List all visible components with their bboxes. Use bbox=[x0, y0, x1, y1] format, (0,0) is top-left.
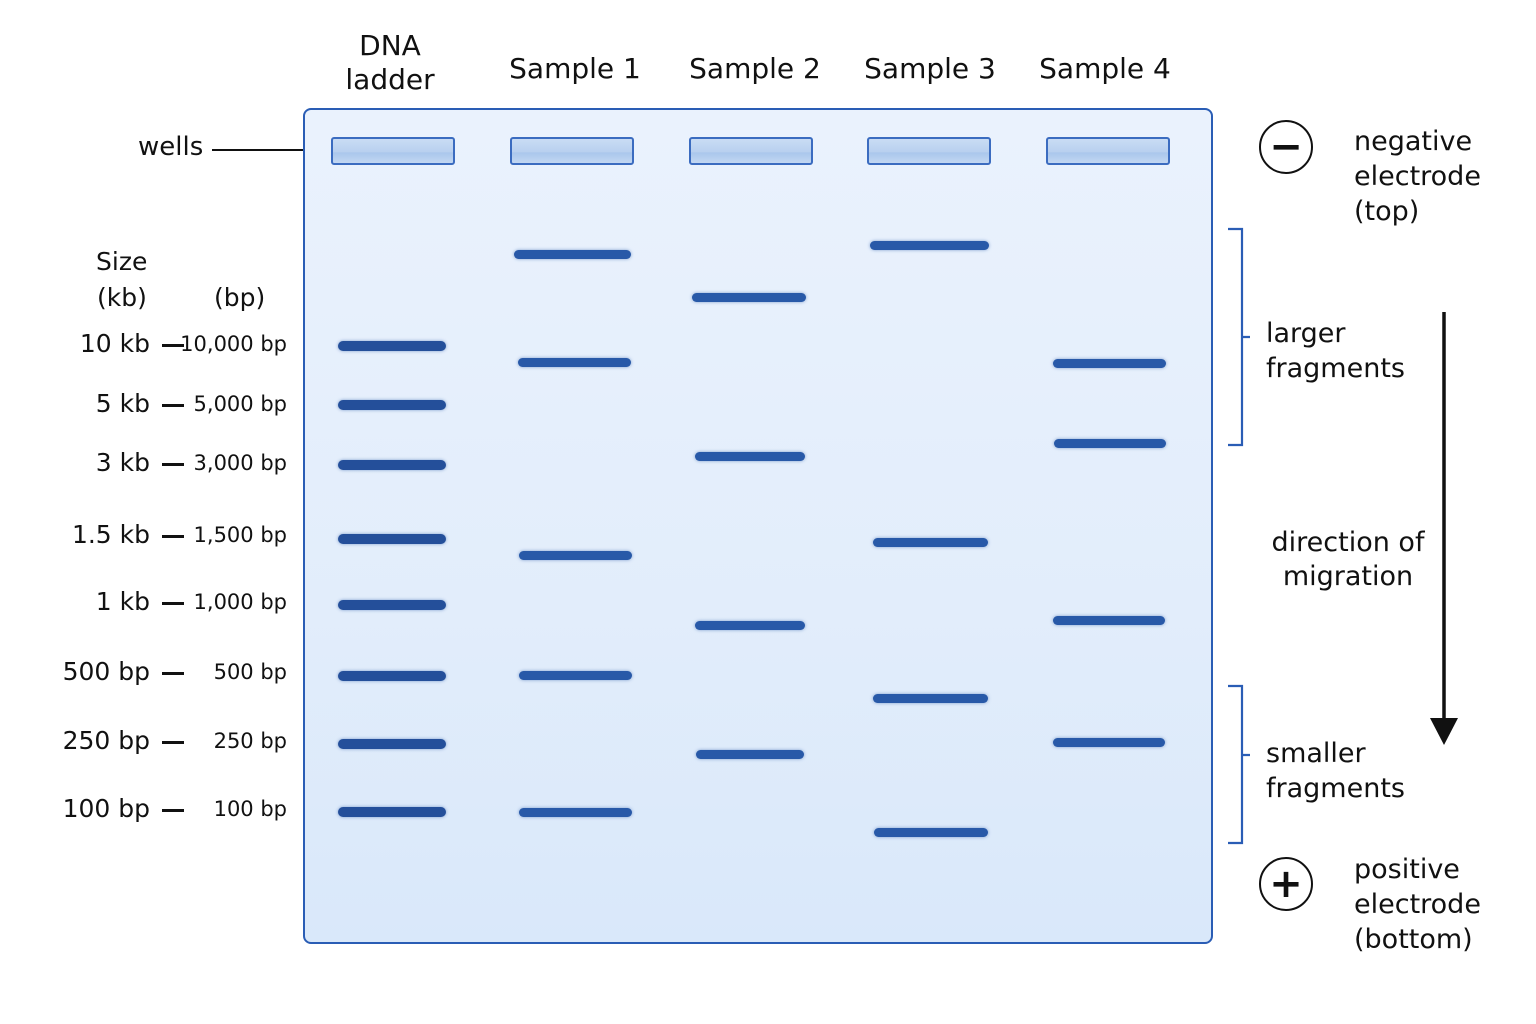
ladder-marker-bp-label: 500 bp bbox=[213, 660, 287, 684]
sample-4-band bbox=[1054, 439, 1166, 448]
larger-fragments-line2: fragments bbox=[1266, 353, 1405, 384]
sample-4-band bbox=[1053, 738, 1165, 747]
larger-fragments-line1: larger bbox=[1266, 318, 1346, 349]
ladder-marker-kb-label: 10 kb bbox=[79, 329, 150, 358]
ladder-marker-kb-label: 5 kb bbox=[95, 389, 150, 418]
sample-1-band bbox=[519, 808, 632, 817]
well-sample-4 bbox=[1046, 137, 1170, 165]
ladder-marker-tick bbox=[162, 809, 184, 812]
ladder-marker-kb-label: 250 bp bbox=[62, 726, 150, 755]
sample-3-band bbox=[873, 538, 988, 547]
negative-electrode-line1: negative bbox=[1354, 126, 1473, 157]
size-header: Size bbox=[96, 247, 148, 276]
ladder-marker-kb-label: 1.5 kb bbox=[71, 520, 150, 549]
ladder-band-10000 bbox=[338, 341, 446, 351]
ladder-band-1000 bbox=[338, 600, 446, 610]
negative-electrode-line2: electrode bbox=[1354, 161, 1481, 192]
negative-electrode-line3: (top) bbox=[1354, 196, 1420, 227]
smaller-fragments-label: smaller fragments bbox=[1266, 736, 1405, 806]
lane-header-sample-3: Sample 3 bbox=[864, 52, 996, 85]
direction-line2: migration bbox=[1282, 561, 1414, 592]
lane-header-ladder-line1: DNA bbox=[359, 29, 421, 62]
positive-electrode-line3: (bottom) bbox=[1354, 924, 1473, 955]
wells-label: wells bbox=[138, 132, 204, 162]
lane-header-sample-2: Sample 2 bbox=[689, 52, 821, 85]
ladder-band-500 bbox=[338, 671, 446, 681]
well-sample-3 bbox=[867, 137, 991, 165]
larger-fragments-label: larger fragments bbox=[1266, 316, 1405, 386]
plus-icon: + bbox=[1259, 857, 1313, 911]
sample-4-band bbox=[1053, 616, 1165, 625]
ladder-marker-tick bbox=[162, 463, 184, 466]
ladder-marker-tick bbox=[162, 404, 184, 407]
lane-header-ladder-line2: ladder bbox=[345, 63, 435, 96]
ladder-marker-bp-label: 1,000 bp bbox=[193, 590, 287, 614]
sample-3-band bbox=[873, 694, 988, 703]
ladder-band-1500 bbox=[338, 534, 446, 544]
ladder-marker-bp-label: 5,000 bp bbox=[193, 392, 287, 416]
sample-1-band bbox=[519, 551, 632, 560]
ladder-band-5000 bbox=[338, 400, 446, 410]
ladder-marker-tick bbox=[162, 344, 184, 347]
annotation-graphics bbox=[1228, 227, 1458, 845]
ladder-marker-bp-label: 250 bp bbox=[213, 729, 287, 753]
lane-header-sample-1: Sample 1 bbox=[509, 52, 641, 85]
ladder-marker-tick bbox=[162, 741, 184, 744]
size-unit-kb: (kb) bbox=[97, 283, 147, 312]
sample-1-band bbox=[514, 250, 631, 259]
smaller-fragments-bracket bbox=[1228, 684, 1250, 845]
sample-2-band bbox=[695, 621, 805, 630]
ladder-marker-bp-label: 3,000 bp bbox=[193, 451, 287, 475]
sample-1-band bbox=[518, 358, 631, 367]
positive-electrode-line2: electrode bbox=[1354, 889, 1481, 920]
wells-pointer-line bbox=[212, 149, 326, 151]
sample-2-band bbox=[695, 452, 805, 461]
direction-of-migration-label: direction of migration bbox=[1262, 526, 1434, 594]
sample-2-band bbox=[696, 750, 804, 759]
ladder-marker-bp-label: 10,000 bp bbox=[180, 332, 287, 356]
sample-3-band bbox=[870, 241, 989, 250]
well-sample-1 bbox=[510, 137, 634, 165]
sample-4-band bbox=[1053, 359, 1166, 368]
positive-electrode-line1: positive bbox=[1354, 854, 1460, 885]
ladder-marker-tick bbox=[162, 672, 184, 675]
sample-3-band bbox=[874, 828, 988, 837]
gel bbox=[303, 108, 1213, 944]
well-sample-2 bbox=[689, 137, 813, 165]
direction-line1: direction of bbox=[1271, 527, 1425, 558]
lane-header-ladder: DNA ladder bbox=[310, 29, 470, 97]
lane-header-sample-4: Sample 4 bbox=[1039, 52, 1171, 85]
negative-electrode-label: negative electrode (top) bbox=[1354, 124, 1481, 229]
ladder-marker-kb-label: 1 kb bbox=[95, 587, 150, 616]
smaller-fragments-line1: smaller bbox=[1266, 738, 1366, 769]
ladder-marker-bp-label: 1,500 bp bbox=[193, 523, 287, 547]
ladder-marker-bp-label: 100 bp bbox=[213, 797, 287, 821]
ladder-marker-tick bbox=[162, 535, 184, 538]
sample-1-band bbox=[519, 671, 632, 680]
ladder-marker-tick bbox=[162, 602, 184, 605]
migration-arrow-head bbox=[1430, 718, 1458, 745]
ladder-band-100 bbox=[338, 807, 446, 817]
ladder-marker-kb-label: 500 bp bbox=[62, 657, 150, 686]
size-unit-bp: (bp) bbox=[214, 283, 266, 312]
ladder-band-250 bbox=[338, 739, 446, 749]
positive-electrode-label: positive electrode (bottom) bbox=[1354, 852, 1481, 957]
sample-2-band bbox=[692, 293, 806, 302]
ladder-band-3000 bbox=[338, 460, 446, 470]
ladder-marker-kb-label: 100 bp bbox=[62, 794, 150, 823]
minus-icon: − bbox=[1259, 120, 1313, 174]
larger-fragments-bracket bbox=[1228, 227, 1250, 447]
well-ladder bbox=[331, 137, 455, 165]
ladder-marker-kb-label: 3 kb bbox=[95, 448, 150, 477]
smaller-fragments-line2: fragments bbox=[1266, 773, 1405, 804]
